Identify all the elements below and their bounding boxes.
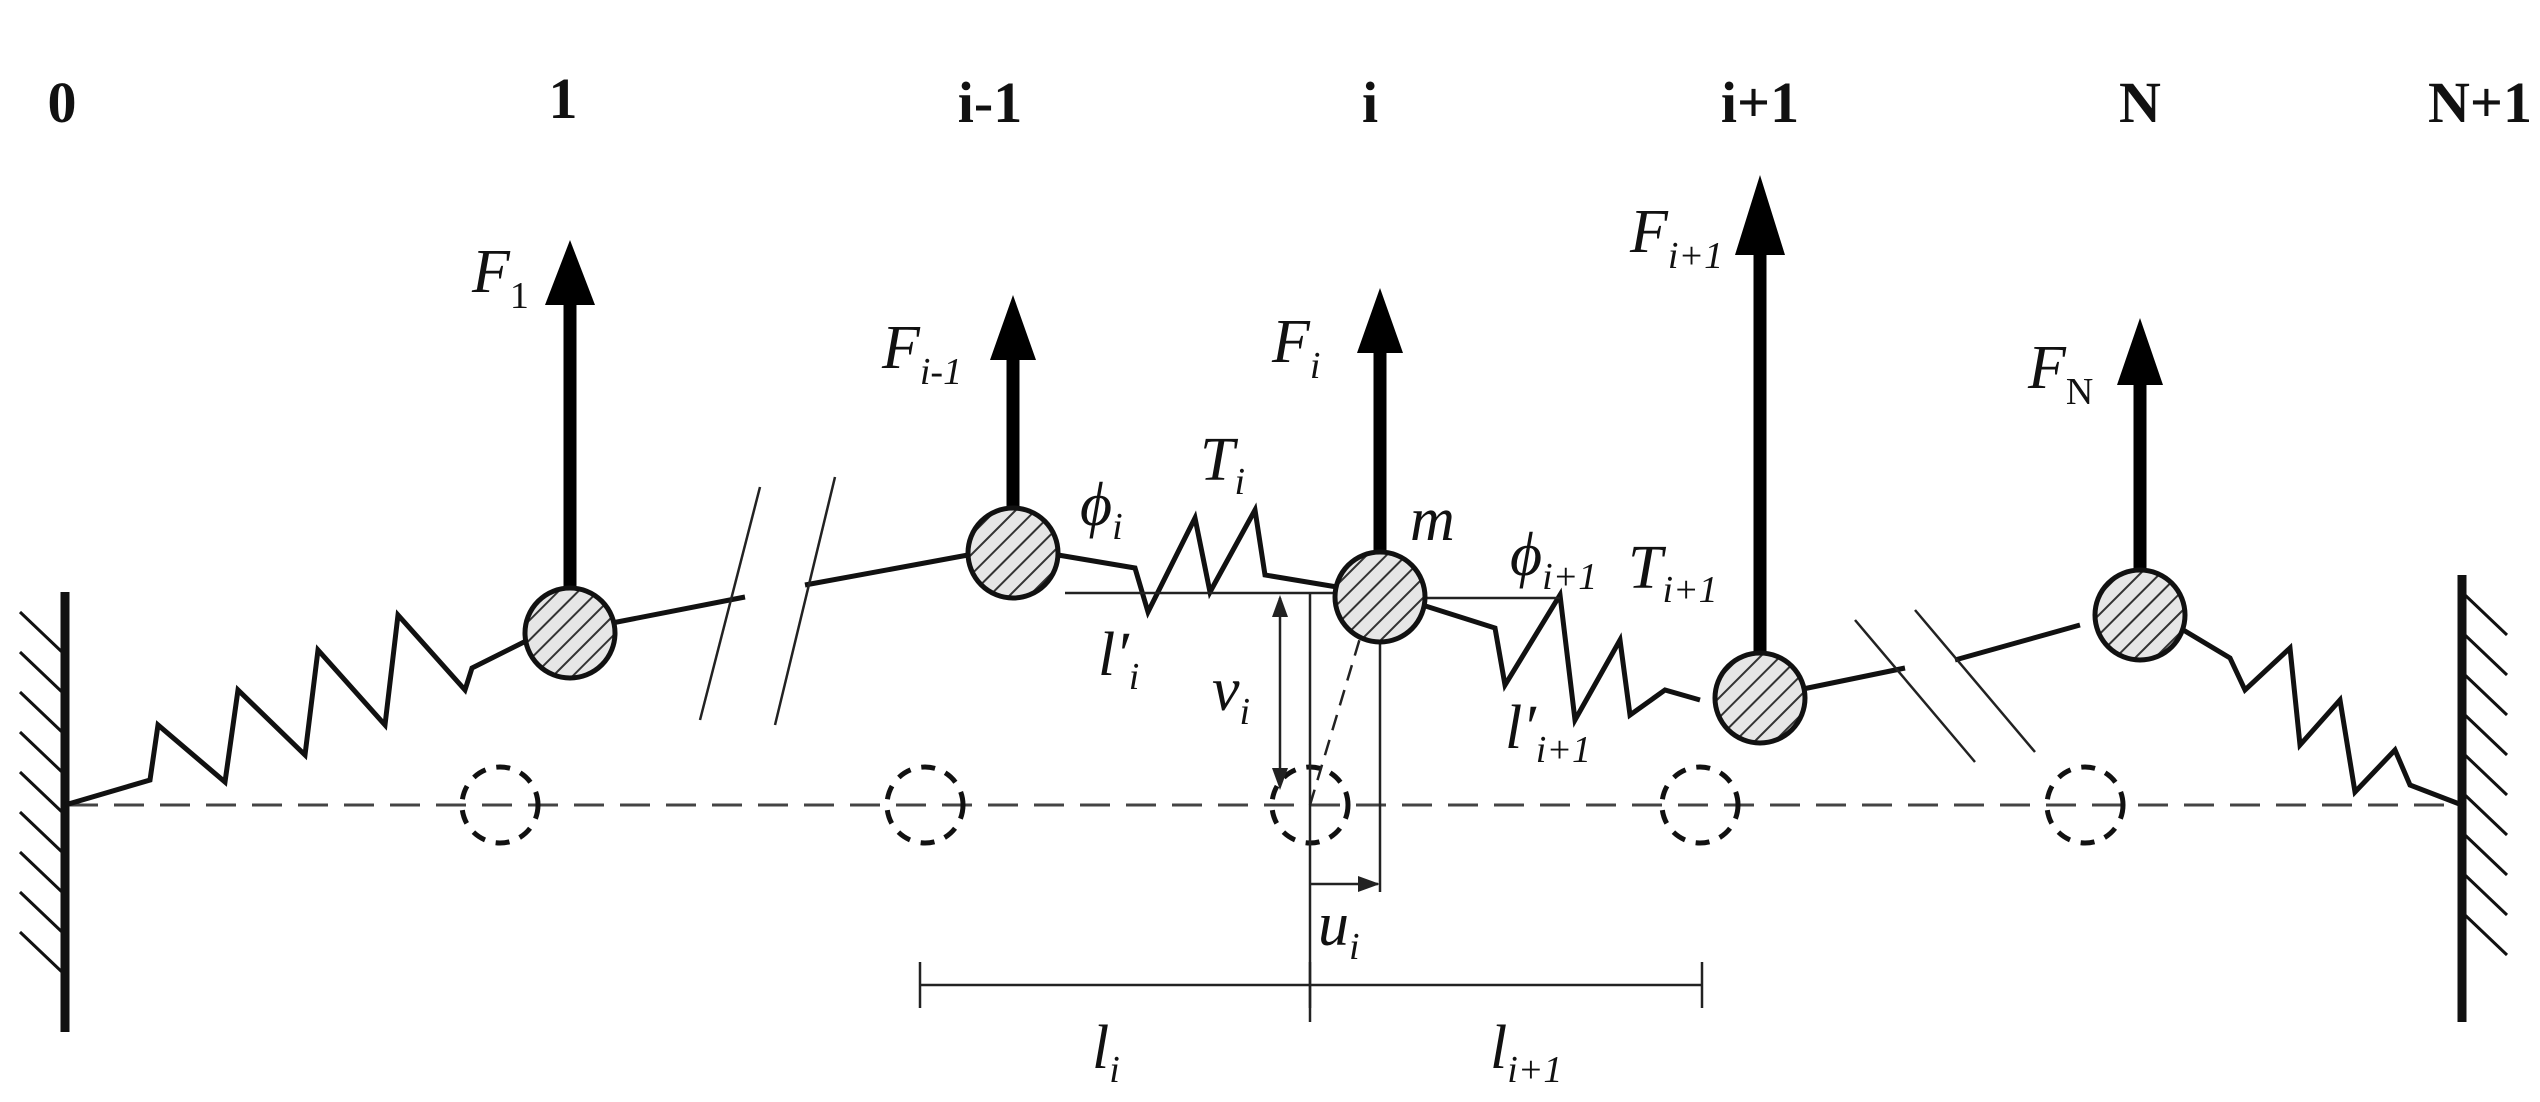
right-wall bbox=[2457, 575, 2509, 1022]
force-label-i: Fi bbox=[1271, 308, 1320, 387]
spring-i-plus-1 bbox=[1415, 587, 1701, 728]
label-l-prime-i: l′i bbox=[1098, 621, 1139, 698]
masses bbox=[522, 505, 2188, 746]
left-wall bbox=[18, 592, 70, 1032]
node-label-N-plus-1: N+1 bbox=[2428, 70, 2532, 135]
mass-i bbox=[1332, 549, 1428, 645]
rod-i-plus-1-to-break bbox=[1797, 665, 1906, 693]
node-label-N: N bbox=[2119, 70, 2161, 135]
ghost-mass-i-plus-1 bbox=[1659, 764, 1741, 846]
ghost-mass-i-minus-1 bbox=[884, 764, 966, 846]
rod-break-to-i-minus-1 bbox=[804, 552, 969, 588]
force-label-N: FN bbox=[2027, 334, 2093, 413]
mass-i-plus-1 bbox=[1712, 650, 1808, 746]
force-arrows bbox=[545, 175, 2163, 660]
force-label-1: F1 bbox=[471, 238, 529, 317]
node-label-1: 1 bbox=[549, 66, 578, 131]
force-label-i-minus-1: Fi-1 bbox=[881, 314, 962, 393]
geometry-lines bbox=[918, 591, 1704, 1022]
force-label-i-plus-1: Fi+1 bbox=[1629, 198, 1723, 277]
node-label-i-plus-1: i+1 bbox=[1721, 70, 1799, 135]
spring-right-end bbox=[2178, 625, 2463, 808]
label-l-prime-i-plus-1: l′i+1 bbox=[1505, 694, 1591, 771]
node-labels: 0 1 i-1 i i+1 N N+1 bbox=[48, 66, 2532, 135]
force-labels: F1 Fi-1 Fi Fi+1 FN bbox=[471, 198, 2093, 413]
node-label-0: 0 bbox=[48, 70, 77, 135]
label-u-i: ui bbox=[1318, 891, 1360, 968]
label-T-i-plus-1: Ti+1 bbox=[1628, 534, 1718, 611]
label-l-i-plus-1: li+1 bbox=[1490, 1014, 1562, 1091]
chain bbox=[64, 502, 2463, 808]
mass-i-minus-1 bbox=[965, 505, 1061, 601]
rod-break-to-N bbox=[1954, 622, 2081, 663]
node-label-i: i bbox=[1362, 70, 1378, 135]
label-T-i: Ti bbox=[1200, 426, 1245, 503]
label-m: m bbox=[1410, 486, 1455, 554]
label-phi-i-plus-1: ϕi+1 bbox=[1510, 521, 1597, 598]
spring-i bbox=[1057, 502, 1344, 619]
spring-left-end bbox=[64, 609, 530, 808]
label-v-i: vi bbox=[1212, 656, 1250, 733]
rod-1-to-break bbox=[611, 594, 746, 626]
break-marks bbox=[698, 476, 2036, 763]
ghost-mass-N bbox=[2044, 764, 2126, 846]
ghost-mass-1 bbox=[459, 764, 541, 846]
mass-1 bbox=[522, 585, 618, 681]
label-phi-i: ϕi bbox=[1080, 471, 1123, 548]
node-label-i-minus-1: i-1 bbox=[958, 70, 1022, 135]
mass-N bbox=[2092, 567, 2188, 663]
annotation-labels: ϕi Ti m ϕi+1 Ti+1 l′i vi l′i+1 ui li li+… bbox=[1080, 426, 1718, 1091]
label-l-i: li bbox=[1092, 1014, 1120, 1091]
